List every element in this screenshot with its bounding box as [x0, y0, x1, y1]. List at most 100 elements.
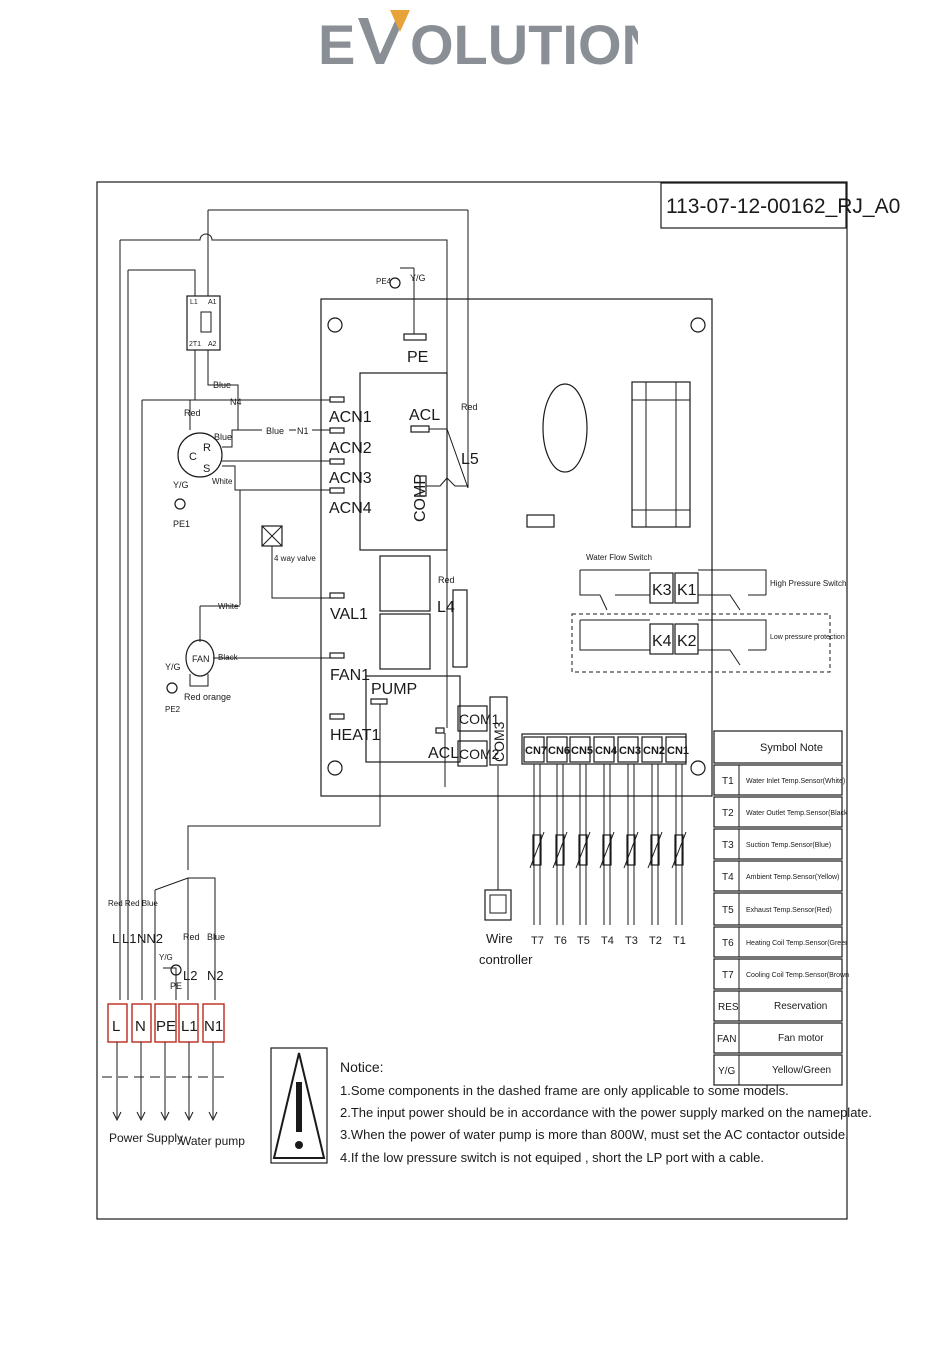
- terminal-l-label: L: [112, 1018, 120, 1035]
- relay-val: [379, 555, 431, 612]
- relay-k1: [674, 572, 699, 604]
- fan-label: FAN: [192, 654, 210, 664]
- symbol-res-desc: Reservation: [774, 1001, 827, 1012]
- power-l2: L2: [183, 968, 197, 983]
- val1-label: VAL1: [330, 606, 368, 623]
- cn6-port: [546, 736, 568, 763]
- l4-red-label: Red: [438, 575, 455, 585]
- low-pressure-label: Low pressure protection: [770, 634, 845, 641]
- power-yg: Y/G: [159, 953, 173, 962]
- relay-l4: [452, 589, 468, 668]
- power-supply-label: Power Supply: [109, 1131, 183, 1145]
- logo-v-accent: [390, 10, 410, 32]
- relay-k4: [649, 623, 674, 655]
- heatsink: [631, 381, 691, 528]
- cn3-port: [617, 736, 639, 763]
- symbol-t1-desc: Water Inlet Temp.Sensor(White): [746, 778, 845, 785]
- symbol-t7-desc: Cooling Coil Temp.Sensor(Brown: [746, 972, 849, 979]
- comp-n1: N1: [297, 426, 309, 436]
- pump-label: PUMP: [371, 681, 417, 698]
- symbol-t6: T6: [722, 938, 734, 949]
- sensor-t5-label: T5: [577, 935, 590, 947]
- wire-controller-label-2: controller: [479, 952, 533, 967]
- power-top-l: L: [112, 931, 119, 946]
- warning-box: [270, 1047, 328, 1164]
- power-top-nn2: NN2: [137, 931, 163, 946]
- fan-yg-label: Y/G: [165, 662, 181, 672]
- heat1-label: HEAT1: [330, 727, 380, 744]
- com2-port: [457, 740, 488, 767]
- comp-red: Red: [184, 408, 201, 418]
- comp-blue-wire: Blue: [266, 426, 284, 436]
- acn2-label: ACN2: [329, 440, 372, 457]
- l5-red-label: Red: [461, 402, 478, 412]
- cn7-port: [523, 736, 545, 763]
- sensor-t4-label: T4: [601, 935, 614, 947]
- comp-pe1: PE1: [173, 519, 190, 529]
- mount-hole-bl: [327, 760, 343, 776]
- cn7-label: CN7: [525, 745, 547, 757]
- k3-label: K3: [652, 582, 672, 599]
- symbol-t5: T5: [722, 905, 734, 916]
- symbol-yg-desc: Yellow/Green: [772, 1065, 831, 1076]
- symbol-t2-desc: Water Outlet Temp.Sensor(Black: [746, 810, 848, 817]
- notice-title: Notice:: [340, 1059, 384, 1075]
- cn3-label: CN3: [619, 745, 641, 757]
- symbol-t4-desc: Ambient Temp.Sensor(Yellow): [746, 874, 839, 881]
- terminal-pe-label: PE: [156, 1018, 176, 1035]
- comp-n4: N4: [230, 397, 242, 407]
- power-ground-icon: [170, 964, 182, 976]
- acn1-label: ACN1: [329, 409, 372, 426]
- comp-white: White: [212, 477, 233, 486]
- optional-dashed-frame: [571, 613, 831, 673]
- symbol-res: RES: [718, 1002, 739, 1013]
- terminal-l1-label: L1: [181, 1018, 198, 1035]
- ac-contactor: [186, 295, 221, 351]
- compressor-icon: [177, 432, 223, 478]
- comp-label: COMP: [412, 474, 429, 522]
- contactor-2t1: 2T1: [189, 341, 201, 348]
- k1-label: K1: [677, 582, 697, 599]
- acl-bottom-label: ACL: [428, 745, 459, 762]
- power-blue: Blue: [207, 932, 225, 942]
- water-flow-switch-label: Water Flow Switch: [586, 553, 652, 562]
- sensor-wires: [529, 764, 687, 925]
- l4-label: L4: [437, 599, 455, 616]
- acl-top-label: ACL: [409, 407, 440, 424]
- diagram-frame: [96, 181, 848, 1220]
- cn1-port: [665, 736, 687, 763]
- comp-blue-r: Blue: [214, 432, 232, 442]
- power-pe: PE: [170, 981, 182, 991]
- sensor-t7-label: T7: [531, 935, 544, 947]
- power-wire-colors: Red Red Blue: [108, 899, 158, 908]
- symbol-t3-desc: Suction Temp.Sensor(Blue): [746, 842, 831, 849]
- high-pressure-switch-label: High Pressure Switch: [770, 579, 846, 588]
- valve-label: 4 way valve: [274, 554, 316, 563]
- contactor-l1: L1: [190, 299, 198, 306]
- cn2-port: [641, 736, 663, 763]
- terminal-n-label: N: [135, 1018, 146, 1035]
- pe-label: PE: [407, 349, 428, 366]
- symbol-fan-desc: Fan motor: [778, 1033, 824, 1044]
- small-component: [526, 514, 555, 528]
- symbol-t3: T3: [722, 840, 734, 851]
- k4-label: K4: [652, 633, 672, 650]
- symbol-note-title: Symbol Note: [760, 742, 823, 754]
- comp-yg: Y/G: [173, 480, 189, 490]
- sensor-t6-label: T6: [554, 935, 567, 947]
- acn3-label: ACN3: [329, 470, 372, 487]
- mount-hole-br: [690, 760, 706, 776]
- relay-fan: [379, 613, 431, 670]
- comp-blue-top: Blue: [213, 380, 231, 390]
- fan-black-label: Black: [218, 653, 239, 662]
- comp-c: C: [189, 451, 197, 463]
- symbol-note-table: Symbol Note T1 Water Inlet Temp.Sensor(W…: [713, 730, 849, 1086]
- cn-port-group: CN7 CN6 CN5 CN4 CN3 CN2 CN1: [521, 733, 689, 765]
- acn4-label: ACN4: [329, 500, 372, 517]
- symbol-t2: T2: [722, 808, 734, 819]
- relay-pump: [365, 675, 461, 763]
- symbol-fan: FAN: [717, 1034, 736, 1045]
- com1-port: [457, 705, 488, 732]
- terminal-n1-label: N1: [204, 1018, 223, 1035]
- sensor-t1-label: T1: [673, 935, 686, 947]
